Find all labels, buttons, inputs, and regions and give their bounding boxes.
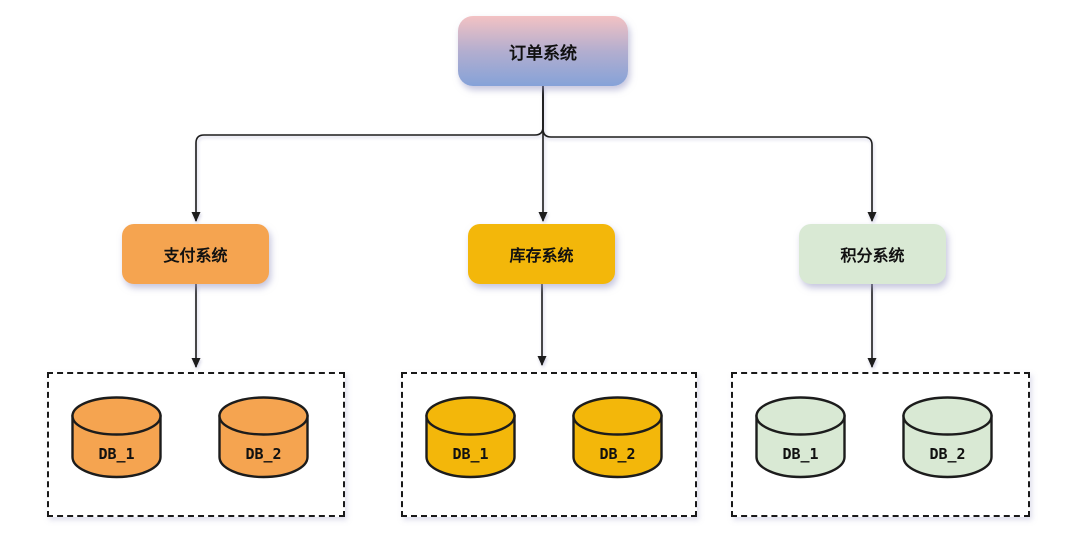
database-cylinder: DB_1 <box>70 395 163 481</box>
node-label: 订单系统 <box>509 43 577 63</box>
database-cylinder: DB_2 <box>901 395 994 481</box>
database-cylinder: DB_2 <box>571 395 664 481</box>
database-label: DB_2 <box>929 445 966 463</box>
node-label: 积分系统 <box>840 248 905 265</box>
edge-order-to-points <box>542 86 877 222</box>
database-icon <box>71 396 162 479</box>
database-cylinder: DB_1 <box>754 395 847 481</box>
database-icon <box>755 396 846 479</box>
database-label: DB_1 <box>452 445 489 463</box>
edge-order-to-payment <box>191 86 544 222</box>
database-label: DB_1 <box>98 445 135 463</box>
database-icon <box>572 396 663 479</box>
node-label: 库存系统 <box>509 248 574 265</box>
node-points-system: 积分系统 <box>799 224 946 284</box>
database-icon <box>218 396 309 479</box>
inventory-db-group: DB_1 DB_2 <box>401 372 697 517</box>
points-db-group: DB_1 DB_2 <box>731 372 1030 517</box>
database-cylinder: DB_1 <box>424 395 517 481</box>
database-icon <box>902 396 993 479</box>
database-label: DB_2 <box>599 445 636 463</box>
database-cylinder: DB_2 <box>217 395 310 481</box>
payment-db-group: DB_1 DB_2 <box>47 372 345 517</box>
node-inventory-system: 库存系统 <box>468 224 615 284</box>
node-payment-system: 支付系统 <box>122 224 269 284</box>
database-label: DB_2 <box>245 445 282 463</box>
database-icon <box>425 396 516 479</box>
node-label: 支付系统 <box>163 248 228 265</box>
node-order-system: 订单系统 <box>458 16 628 86</box>
database-label: DB_1 <box>782 445 819 463</box>
